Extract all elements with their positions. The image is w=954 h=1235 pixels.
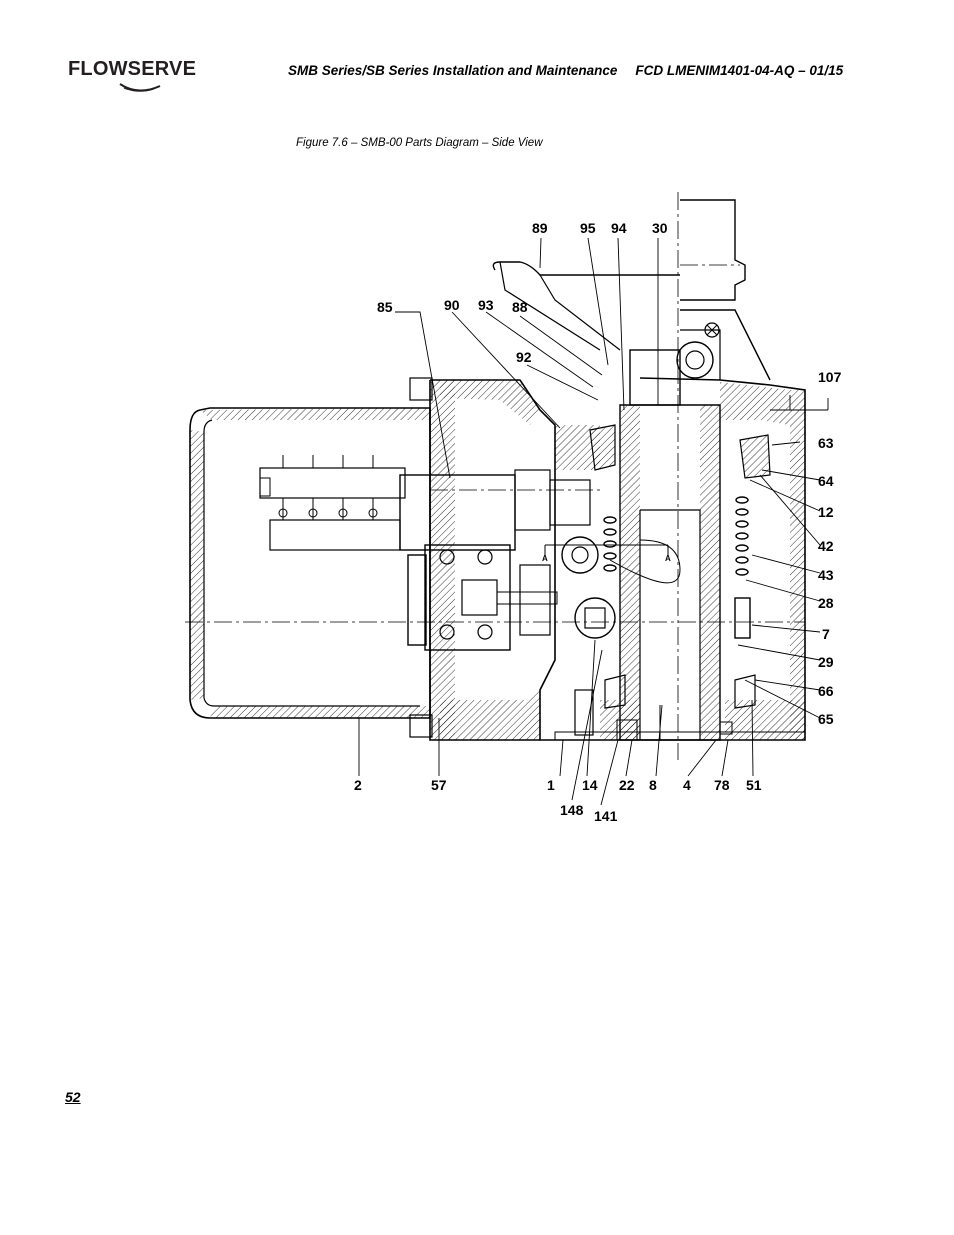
callout-7: 7 — [822, 626, 830, 642]
callout-141: 141 — [594, 808, 618, 824]
callout-42: 42 — [818, 538, 834, 554]
callout-22: 22 — [619, 777, 635, 793]
callout-4: 4 — [683, 777, 691, 793]
callout-85: 85 — [377, 299, 393, 315]
diagram-drawing — [189, 199, 806, 741]
callout-148: 148 — [560, 802, 584, 818]
callout-43: 43 — [818, 567, 834, 583]
callout-88: 88 — [512, 299, 528, 315]
callout-107: 107 — [818, 369, 842, 385]
callout-89: 89 — [532, 220, 548, 236]
callout-12: 12 — [818, 504, 834, 520]
centerlines — [185, 192, 805, 760]
logo-swoosh-icon — [119, 83, 161, 92]
section-marker-a-a — [544, 544, 669, 555]
callout-28: 28 — [818, 595, 834, 611]
callout-labels: 89 95 94 30 85 90 93 88 92 107 63 64 12 … — [354, 220, 842, 824]
logo-text: FLOWSERVE — [68, 58, 197, 80]
flowserve-logo: FLOWSERVE — [68, 56, 208, 94]
callout-95: 95 — [580, 220, 596, 236]
callout-51: 51 — [746, 777, 762, 793]
callout-66: 66 — [818, 683, 834, 699]
section-mark-left: A — [542, 554, 548, 563]
callout-90: 90 — [444, 297, 460, 313]
leader-lines — [358, 237, 829, 806]
page-number: 52 — [65, 1089, 81, 1105]
callout-8: 8 — [649, 777, 657, 793]
callout-29: 29 — [818, 654, 834, 670]
callout-14: 14 — [582, 777, 598, 793]
callout-57: 57 — [431, 777, 447, 793]
callout-93: 93 — [478, 297, 494, 313]
document-header: SMB Series/SB Series Installation and Ma… — [288, 63, 843, 78]
callout-30: 30 — [652, 220, 668, 236]
callout-94: 94 — [611, 220, 627, 236]
callout-65: 65 — [818, 711, 834, 727]
callout-78: 78 — [714, 777, 730, 793]
callout-64: 64 — [818, 473, 834, 489]
callout-92: 92 — [516, 349, 532, 365]
figure-caption: Figure 7.6 – SMB-00 Parts Diagram – Side… — [296, 137, 543, 149]
section-mark-right: A — [665, 554, 671, 563]
callout-63: 63 — [818, 435, 834, 451]
callout-2: 2 — [354, 777, 362, 793]
header-doc-code: FCD LMENIM1401-04-AQ – 01/15 — [635, 63, 844, 78]
callout-1: 1 — [547, 777, 555, 793]
header-title: SMB Series/SB Series Installation and Ma… — [288, 63, 618, 78]
